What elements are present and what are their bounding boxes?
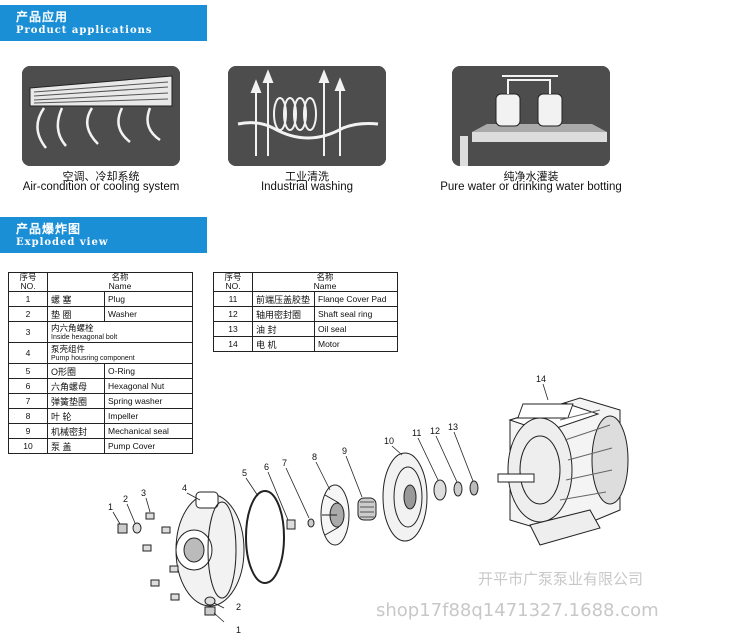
callout-label: 12	[430, 426, 440, 436]
callout-label: 6	[264, 462, 269, 472]
section-title-en: Product applications	[16, 25, 153, 36]
section-title-cn: 产品爆炸图	[16, 222, 82, 236]
pump-cover-part	[382, 452, 428, 542]
water-bottling-icon	[452, 66, 610, 166]
o-ring-part	[245, 490, 285, 584]
callout-label: 10	[384, 436, 394, 446]
plug-part	[117, 523, 128, 534]
section-title-cn: 产品应用	[16, 10, 69, 24]
section-title-en: Exploded view	[16, 237, 109, 248]
callout-label: 1	[108, 502, 113, 512]
callout-label: 8	[312, 452, 317, 462]
hexagonal-bolt-parts	[142, 512, 180, 601]
callout-label: 14	[536, 374, 546, 384]
plug-part	[204, 606, 216, 616]
callout-label: 11	[412, 428, 421, 438]
application-caption-en: Pure water or drinking water botting	[440, 181, 622, 193]
pump-housing-part	[175, 491, 245, 607]
callout-label: 7	[282, 458, 287, 468]
application-caption-cn: 工业清洗	[285, 170, 329, 183]
exploded-view-diagram: 1 2 3 4 5 6 7 8 9 10 11 12 13 14 2 1	[108, 374, 629, 635]
watermark-shop-url: shop17f88q1471327.1688.com	[376, 600, 659, 621]
hexagonal-nut-part	[286, 519, 296, 530]
industrial-washing-icon	[228, 66, 386, 166]
callout-label: 13	[448, 422, 458, 432]
application-caption-cn: 空调、冷却系统	[62, 170, 140, 183]
watermark-company: 开平市广泵泵业有限公司	[478, 570, 644, 588]
section-banner-exploded-view: 产品爆炸图 Exploded view	[0, 217, 207, 253]
callout-label: 1	[236, 625, 241, 635]
application-caption-en: Air-condition or cooling system	[22, 181, 180, 193]
oil-seal-part	[469, 480, 479, 496]
section-banner-applications: 产品应用 Product applications	[0, 5, 207, 41]
air-condition-icon	[22, 66, 180, 166]
shaft-seal-ring-part	[453, 481, 463, 497]
motor-part	[497, 397, 629, 546]
callout-label: 2	[123, 494, 128, 504]
application-caption-cn: 纯净水灌装	[503, 170, 559, 183]
callout-label: 5	[242, 468, 247, 478]
mechanical-seal-part	[357, 497, 377, 521]
callout-label: 9	[342, 446, 347, 456]
washer-part	[132, 522, 142, 534]
callout-label: 3	[141, 488, 146, 498]
application-caption-en: Industrial washing	[260, 181, 354, 193]
washer-part	[204, 596, 216, 606]
callout-label: 2	[236, 602, 241, 612]
callout-label: 4	[182, 483, 187, 493]
impeller-part	[320, 484, 350, 546]
flange-cover-pad-part	[433, 479, 447, 501]
spring-washer-part	[307, 518, 315, 528]
